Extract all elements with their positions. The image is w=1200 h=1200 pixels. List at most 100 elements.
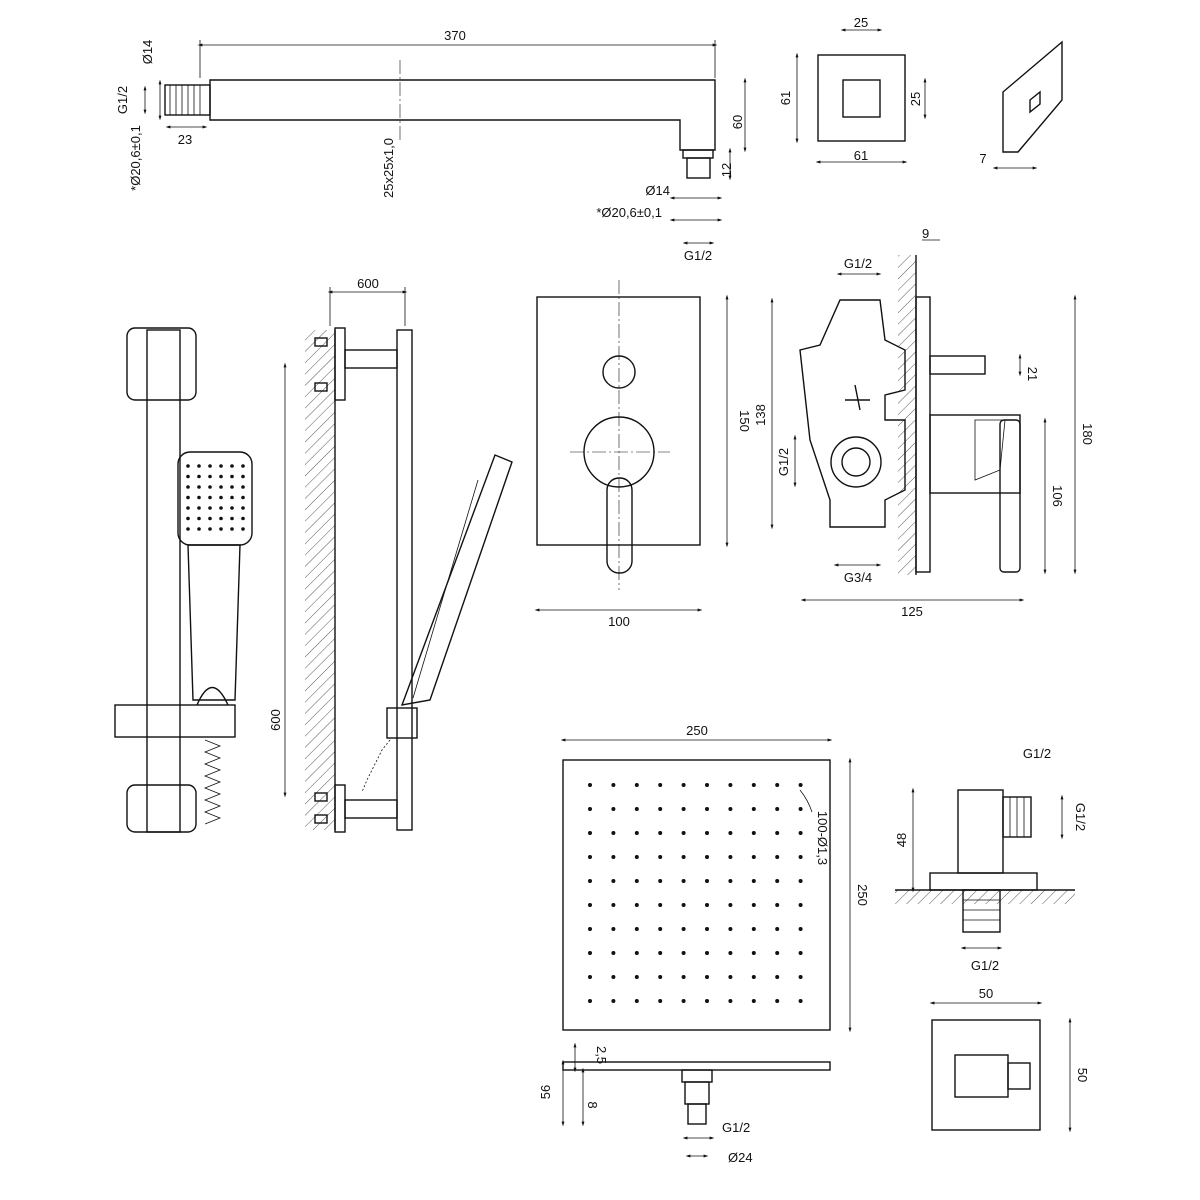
nozzle-dot xyxy=(588,855,592,859)
nozzle-dot xyxy=(728,903,733,907)
nozzle-dot xyxy=(798,903,803,907)
arm-length-label: 370 xyxy=(444,28,466,43)
nozzle-dot xyxy=(588,975,592,979)
nozzle-dot xyxy=(588,879,592,883)
nozzle-dot xyxy=(798,831,803,835)
nozzle-dot xyxy=(728,975,733,979)
nozzle-dot xyxy=(658,879,663,883)
hand-nozzle-dot xyxy=(219,485,223,489)
nozzle-dot xyxy=(681,879,686,883)
arm-end-thread-label: G1/2 xyxy=(684,248,712,263)
nozzle-dot xyxy=(775,879,780,883)
nozzle-dot xyxy=(775,951,780,955)
nozzle-dot xyxy=(728,927,733,931)
nozzle-dot xyxy=(588,927,592,931)
mixer-height-label: 150 xyxy=(737,410,752,432)
hand-nozzle-dot xyxy=(186,474,190,479)
hand-nozzle-dot xyxy=(186,516,190,521)
mixer-lever-h-label: 106 xyxy=(1050,485,1065,507)
nozzle-dot xyxy=(634,999,639,1003)
nozzle-dot xyxy=(611,927,616,931)
nozzle-dot xyxy=(634,975,639,979)
nozzle-dot xyxy=(681,951,686,955)
nozzle-dot xyxy=(611,951,616,955)
hand-nozzle-dot xyxy=(197,485,201,489)
hand-nozzle-dot xyxy=(230,474,234,479)
hand-nozzle-dot xyxy=(241,474,245,479)
hand-nozzle-dot xyxy=(208,464,212,468)
nozzle-dot xyxy=(751,855,756,859)
hand-nozzle-dot xyxy=(241,527,245,531)
rain-gap-label: 8 xyxy=(585,1101,600,1108)
nozzle-dot xyxy=(658,831,663,835)
rail-bracket-offset-label: 600 xyxy=(357,276,379,291)
nozzle-dot xyxy=(775,999,780,1003)
nozzle-dot xyxy=(728,879,733,883)
hand-nozzle-dot xyxy=(230,516,234,521)
hand-nozzle-dot xyxy=(208,495,212,500)
nozzle-dot xyxy=(634,855,639,859)
hand-nozzle-dot xyxy=(186,506,190,510)
nozzle-dot xyxy=(728,951,733,955)
nozzle-dot xyxy=(588,807,592,811)
nozzle-dot xyxy=(798,975,803,979)
nozzle-dot xyxy=(658,999,663,1003)
nozzle-dot xyxy=(728,831,733,835)
nozzle-dot xyxy=(798,783,803,787)
nozzle-dot xyxy=(611,999,616,1003)
nozzle-dot xyxy=(634,831,639,835)
hand-nozzle-dot xyxy=(230,495,234,500)
arm-outer-dia-label: *Ø20,6±0,1 xyxy=(128,125,143,191)
mixer-total-h-label: 180 xyxy=(1080,423,1095,445)
nozzle-dot xyxy=(705,831,709,835)
hand-nozzle-dot xyxy=(197,464,201,468)
arm-end-dia-label: Ø14 xyxy=(645,183,670,198)
nozzle-dot xyxy=(798,807,803,811)
nozzle-dot xyxy=(751,951,756,955)
nozzle-dot xyxy=(611,879,616,883)
nozzle-dot xyxy=(634,783,639,787)
arm-nut-label: 12 xyxy=(719,163,734,177)
rain-total-label: 56 xyxy=(538,1085,553,1099)
nozzle-dot xyxy=(728,807,733,811)
nozzle-dot xyxy=(705,807,709,811)
nozzle-dot xyxy=(681,783,686,787)
hand-nozzle-dot xyxy=(208,516,212,521)
nozzle-dot xyxy=(751,783,756,787)
mixer-outlet-label: G3/4 xyxy=(844,570,872,585)
nozzle-dot xyxy=(658,951,663,955)
nozzle-dot xyxy=(798,999,803,1003)
nozzle-dot xyxy=(634,903,639,907)
nozzle-dot xyxy=(611,783,616,787)
hand-nozzle-dot xyxy=(186,495,190,500)
hand-nozzle-dot xyxy=(197,474,201,479)
nozzle-dot xyxy=(658,975,663,979)
wall-elbow: G1/2 48 G1/2 G1/2 50 50 xyxy=(894,746,1090,1133)
nozzle-dot xyxy=(588,831,592,835)
hand-nozzle-dot xyxy=(241,506,245,510)
nozzle-dot xyxy=(658,855,663,859)
hand-nozzle-dot xyxy=(230,527,234,531)
rain-height-label: 250 xyxy=(855,884,870,906)
nozzle-dot xyxy=(798,951,803,955)
nozzle-dot xyxy=(705,879,709,883)
arm-thread-label: G1/2 xyxy=(115,86,130,114)
hand-nozzle-dot xyxy=(241,495,245,500)
nozzle-dot xyxy=(705,951,709,955)
elbow-plate-h-label: 50 xyxy=(1075,1068,1090,1082)
nozzle-dot xyxy=(705,903,709,907)
nozzle-dot xyxy=(705,927,709,931)
hand-nozzle-dot xyxy=(230,506,234,510)
mixer-side: 9 G1/2 138 G1/2 G3/4 21 106 180 125 xyxy=(753,226,1095,619)
flange-inner-h-label: 25 xyxy=(908,92,923,106)
nozzle-dot xyxy=(705,975,709,979)
hand-nozzle-dot xyxy=(241,516,245,521)
rain-thread-label: G1/2 xyxy=(722,1120,750,1135)
nozzle-dot xyxy=(681,999,686,1003)
nozzle-dot xyxy=(588,999,592,1003)
elbow-outlet-label: G1/2 xyxy=(1073,803,1088,831)
mixer-wall-gap-label: 9 xyxy=(922,226,929,241)
hand-nozzle-dot xyxy=(241,485,245,489)
